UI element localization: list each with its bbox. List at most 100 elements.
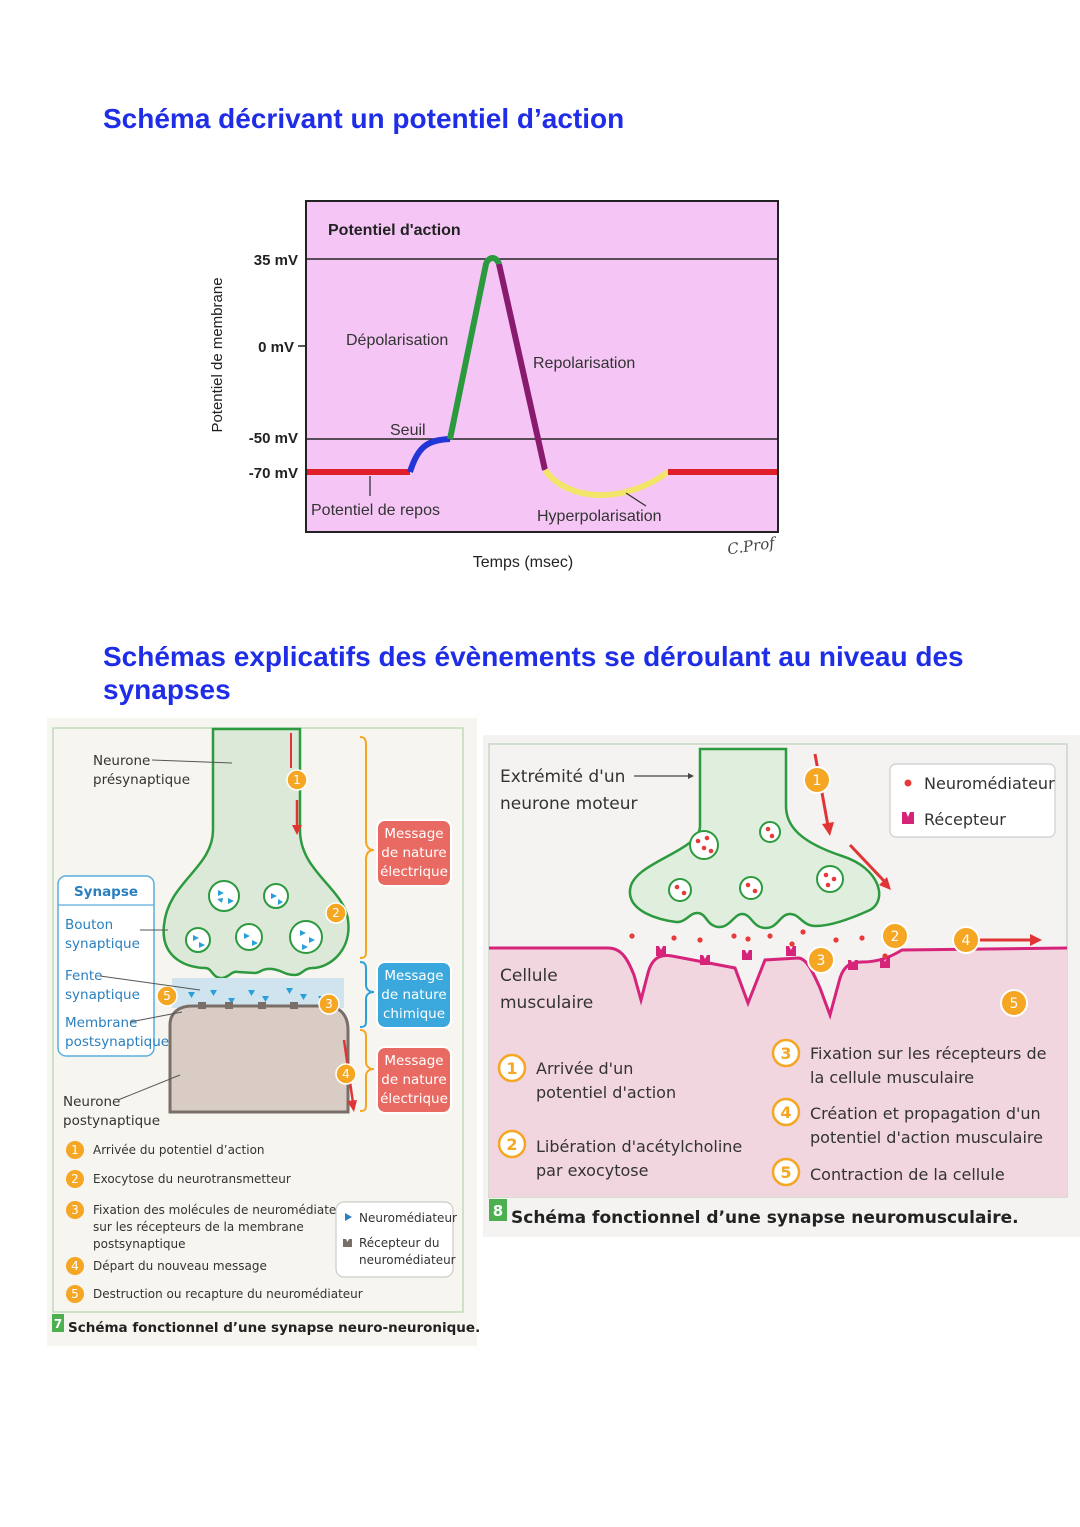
svg-text:2: 2 bbox=[891, 929, 900, 945]
label-synapse: Synapse bbox=[74, 884, 138, 900]
chart-title: Potentiel d'action bbox=[328, 222, 461, 239]
fig8-caption: Schéma fonctionnel d’une synapse neuromu… bbox=[511, 1208, 1019, 1228]
marker-3: 3 bbox=[325, 997, 333, 1011]
nn-step-2: Exocytose du neurotransmetteur bbox=[93, 1172, 291, 1186]
nn-legend-neuro: Neuromédiateur bbox=[359, 1211, 457, 1225]
nn-step-3-line3: postsynaptique bbox=[93, 1237, 186, 1251]
vesicle bbox=[208, 880, 240, 912]
nn-step-4: Départ du nouveau message bbox=[93, 1259, 267, 1273]
postsynaptic-neuron bbox=[168, 1004, 350, 1114]
marker-1: 1 bbox=[293, 773, 301, 787]
label-post-2: postynaptique bbox=[63, 1113, 160, 1129]
synapse-box bbox=[57, 875, 155, 1057]
nm-legend-box bbox=[889, 763, 1056, 838]
svg-text:3: 3 bbox=[780, 1044, 791, 1063]
neuromediator-icon bbox=[345, 1213, 352, 1221]
nn-step-3-line1: Fixation des molécules de neuromédiateur… bbox=[93, 1203, 355, 1217]
label-repolarisation: Repolarisation bbox=[533, 355, 635, 372]
marker-2: 2 bbox=[332, 906, 340, 920]
tick-label-minus70: -70 mV bbox=[249, 465, 298, 482]
label-hyperpolarisation: Hyperpolarisation bbox=[537, 508, 662, 525]
heading-action-potential: Schéma décrivant un potentiel d’action bbox=[103, 103, 625, 134]
label-membrane-2: postsynaptique bbox=[65, 1034, 169, 1050]
label-fente-1: Fente bbox=[65, 968, 103, 984]
label-membrane-1: Membrane bbox=[65, 1015, 137, 1031]
receptors bbox=[198, 1002, 298, 1009]
x-axis-label: Temps (msec) bbox=[473, 554, 573, 571]
nm-step-4-line1: Création et propagation d'un bbox=[810, 1104, 1041, 1123]
label-moteur-2: neurone moteur bbox=[500, 794, 638, 814]
svg-text:4: 4 bbox=[71, 1259, 79, 1273]
label-potentiel-repos: Potentiel de repos bbox=[311, 502, 440, 519]
label-presynaptic-1: Neurone bbox=[93, 753, 150, 769]
curve-hyperpolarisation bbox=[542, 468, 670, 498]
curve-repolarisation bbox=[496, 263, 548, 471]
msg-chemical-line2: de nature bbox=[381, 987, 446, 1003]
tick-label-0: 0 mV bbox=[258, 339, 294, 356]
bracket-electric-1 bbox=[359, 736, 375, 959]
fig7-number-badge bbox=[52, 1314, 64, 1332]
svg-text:1: 1 bbox=[813, 773, 822, 789]
chart-plot-area bbox=[305, 200, 779, 533]
marker-4: 4 bbox=[342, 1067, 350, 1081]
curve-threshold bbox=[407, 436, 451, 473]
receptor-icon bbox=[343, 1239, 352, 1247]
action-potential-diagram: Potentiel d'action 35 mV 0 mV -50 mV -70… bbox=[209, 200, 779, 571]
nm-step-1-line2: potentiel d'action bbox=[536, 1083, 676, 1102]
msg-electric-2-line3: électrique bbox=[380, 1091, 448, 1107]
tick-label-minus50: -50 mV bbox=[249, 430, 298, 447]
muscle-cell bbox=[489, 948, 1067, 1197]
muscle-membrane bbox=[489, 946, 1068, 1020]
svg-text:2: 2 bbox=[71, 1172, 79, 1186]
nm-step-2-line1: Libération d'acétylcholine bbox=[536, 1137, 742, 1156]
curve-depolarisation bbox=[447, 255, 502, 440]
svg-text:5: 5 bbox=[71, 1287, 79, 1301]
msg-chemical-line3: chimique bbox=[383, 1006, 445, 1022]
nm-step-3-line1: Fixation sur les récepteurs de bbox=[810, 1044, 1046, 1063]
svg-text:5: 5 bbox=[1010, 996, 1019, 1012]
label-seuil: Seuil bbox=[390, 422, 426, 439]
fig7-number: 7 bbox=[54, 1317, 62, 1331]
nm-step-3-line2: la cellule musculaire bbox=[810, 1068, 974, 1087]
nn-legend-recep-2: neuromédiateur bbox=[359, 1253, 456, 1267]
y-axis-label: Potentiel de membrane bbox=[209, 277, 226, 432]
nn-step-3-line2: sur les récepteurs de la membrane bbox=[93, 1220, 304, 1234]
nn-step-1: Arrivée du potentiel d’action bbox=[93, 1143, 265, 1157]
hyper-pointer bbox=[625, 492, 647, 507]
tick-label-35: 35 mV bbox=[254, 252, 298, 269]
svg-text:1: 1 bbox=[71, 1143, 79, 1157]
nm-step-1-line1: Arrivée d'un bbox=[536, 1059, 633, 1078]
heading-synapses: Schémas explicatifs des évènements se dé… bbox=[103, 641, 964, 705]
fig8-number: 8 bbox=[493, 1202, 503, 1220]
nn-legend-box bbox=[335, 1201, 454, 1278]
label-bouton-1: Bouton bbox=[65, 917, 113, 933]
nm-legend-recep: Récepteur bbox=[924, 810, 1006, 829]
svg-text:5: 5 bbox=[780, 1163, 791, 1182]
msg-electric-2-line1: Message bbox=[384, 1053, 443, 1069]
label-muscle-2: musculaire bbox=[500, 993, 593, 1013]
msg-electric-1-line1: Message bbox=[384, 826, 443, 842]
vesicle bbox=[185, 927, 211, 953]
svg-text:4: 4 bbox=[780, 1103, 791, 1122]
presynaptic-neuron bbox=[162, 727, 350, 980]
svg-text:1: 1 bbox=[506, 1059, 517, 1078]
vesicle bbox=[235, 923, 263, 951]
nm-legend-neuro: Neuromédiateur bbox=[924, 774, 1055, 793]
box-message-electric-2 bbox=[376, 1046, 452, 1114]
box-message-chemical bbox=[376, 961, 452, 1029]
vesicle bbox=[289, 920, 323, 954]
msg-electric-1-line3: électrique bbox=[380, 864, 448, 880]
svg-text:2: 2 bbox=[506, 1135, 517, 1154]
bracket-electric-2 bbox=[359, 1029, 375, 1112]
bracket-chemical bbox=[359, 961, 375, 1028]
receptor-pink-icon bbox=[902, 812, 914, 824]
nn-legend-recep-1: Récepteur du bbox=[359, 1236, 439, 1250]
label-presynaptic-2: présynaptique bbox=[93, 772, 190, 788]
svg-text:4: 4 bbox=[962, 933, 971, 949]
neuromediator-dot-icon bbox=[904, 779, 912, 787]
nm-step-5: Contraction de la cellule bbox=[810, 1165, 1005, 1184]
label-muscle-1: Cellule bbox=[500, 966, 558, 986]
svg-text:3: 3 bbox=[71, 1203, 79, 1217]
svg-text:3: 3 bbox=[817, 953, 826, 969]
